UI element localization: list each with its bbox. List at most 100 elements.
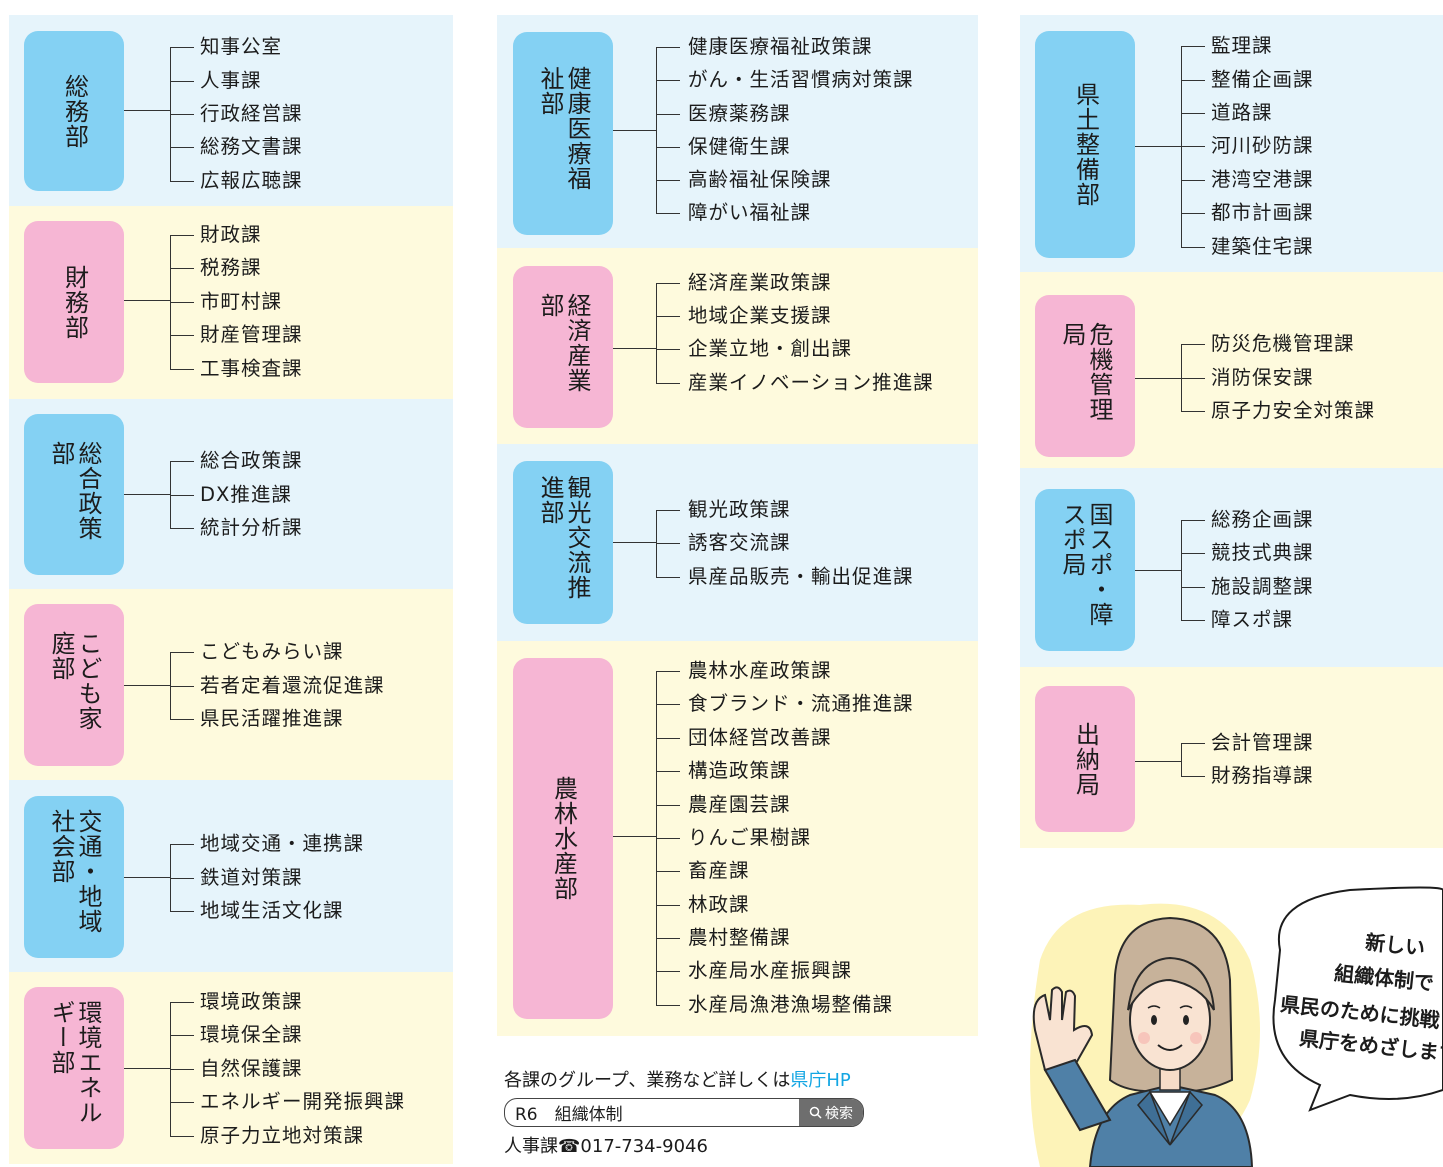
dept-box: 国スポ・障スポ局: [1035, 489, 1135, 651]
section-label: 団体経営改善課: [688, 726, 832, 749]
dept-box: 出納局: [1035, 686, 1135, 832]
section-label: 障スポ課: [1211, 608, 1294, 631]
dept-block-zaimu: 財務部 財政課 税務課 市町村課 財産管理課 工事検査課: [9, 206, 453, 399]
section-label: 施設調整課: [1211, 575, 1314, 598]
section-label: 広報広聴課: [200, 169, 303, 192]
section-label: 財政課: [200, 223, 262, 246]
section-label: 市町村課: [200, 290, 283, 313]
section-label: 鉄道対策課: [200, 866, 303, 889]
section-label: 農産園芸課: [688, 793, 791, 816]
section-label: 医療薬務課: [688, 102, 791, 125]
section-label: りんご果樹課: [688, 826, 812, 849]
section-label: 経済産業政策課: [688, 271, 832, 294]
section-label: 保健衛生課: [688, 135, 791, 158]
bubble-line: 新しい: [1364, 929, 1427, 961]
dept-block-kenko: 健康医療福祉部 健康医療福祉政策課 がん・生活習慣病対策課 医療薬務課 保健衛生…: [497, 15, 978, 248]
section-label: 農林水産政策課: [688, 659, 832, 682]
dept-name: 健康医療福祉部: [536, 65, 591, 191]
section-label: 食ブランド・流通推進課: [688, 692, 914, 715]
section-label: 環境政策課: [200, 990, 303, 1013]
section-label: 地域企業支援課: [688, 304, 832, 327]
dept-block-kendo: 県土整備部 監理課 整備企画課 道路課 河川砂防課 港湾空港課 都市計画課 建築…: [1020, 15, 1443, 272]
dept-name: 財務部: [60, 264, 89, 340]
woman-illustration: [1030, 886, 1443, 1167]
section-label: エネルギー開発振興課: [200, 1090, 406, 1113]
section-label: 会計管理課: [1211, 731, 1314, 754]
section-label: 河川砂防課: [1211, 134, 1314, 157]
section-label: 防災危機管理課: [1211, 332, 1355, 355]
section-label: 地域生活文化課: [200, 899, 344, 922]
dept-name: 出納局: [1071, 721, 1100, 797]
dept-name: 農林水産部: [549, 776, 578, 901]
section-label: 企業立地・創出課: [688, 337, 853, 360]
section-label: 都市計画課: [1211, 201, 1314, 224]
dept-name: 経済産業部: [536, 293, 591, 393]
dept-name: 総合政策部: [47, 440, 102, 541]
dept-block-kotsu: 交通・地域社会部 地域交通・連携課 鉄道対策課 地域生活文化課: [9, 780, 453, 972]
section-label: 水産局水産振興課: [688, 959, 853, 982]
dept-block-sogoseisaku: 総合政策部 総合政策課 DX推進課 統計分析課: [9, 399, 453, 589]
section-label: 財産管理課: [200, 323, 303, 346]
mascot-illustration: 新しい 組織体制で 県民のために挑戦 県庁をめざします: [1020, 880, 1443, 1167]
search-icon: [809, 1106, 822, 1119]
dept-name: 観光交流推進部: [536, 474, 591, 600]
dept-box: 農林水産部: [513, 658, 613, 1019]
search-text: R6 組織体制: [515, 1105, 623, 1125]
hp-link[interactable]: 県庁HP: [790, 1070, 851, 1091]
dept-name: 交通・地域社会部: [47, 809, 102, 934]
section-label: 構造政策課: [688, 759, 791, 782]
column-right: 県土整備部 監理課 整備企画課 道路課 河川砂防課 港湾空港課 都市計画課 建築…: [1020, 15, 1443, 848]
dept-block-kiki: 危機管理局 防災危機管理課 消防保安課 原子力安全対策課: [1020, 272, 1443, 468]
dept-name: 危機管理局: [1058, 322, 1113, 422]
dept-block-kodomo: こども家庭部 こどもみらい課 若者定着還流促進課 県民活躍推進課: [9, 589, 453, 780]
dept-box: こども家庭部: [24, 604, 124, 766]
section-label: がん・生活習慣病対策課: [688, 68, 914, 91]
dept-name: こども家庭部: [47, 631, 102, 731]
column-middle: 健康医療福祉部 健康医療福祉政策課 がん・生活習慣病対策課 医療薬務課 保健衛生…: [497, 15, 978, 1036]
section-label: 整備企画課: [1211, 68, 1314, 91]
section-label: 畜産課: [688, 859, 750, 882]
section-label: 若者定着還流促進課: [200, 674, 385, 697]
section-label: 高齢福祉保険課: [688, 168, 832, 191]
dept-box: 経済産業部: [513, 266, 613, 428]
section-label: 総合政策課: [200, 449, 303, 472]
dept-box: 交通・地域社会部: [24, 796, 124, 958]
dept-block-somu: 総務部 知事公室 人事課 行政経営課 総務文書課 広報広聴課: [9, 15, 453, 206]
section-label: 港湾空港課: [1211, 168, 1314, 191]
section-label: 農村整備課: [688, 926, 791, 949]
section-label: 林政課: [688, 893, 750, 916]
dept-block-suito: 出納局 会計管理課 財務指導課: [1020, 667, 1443, 848]
dept-box: 環境エネルギー部: [24, 987, 124, 1149]
dept-block-keizai: 経済産業部 経済産業政策課 地域企業支援課 企業立地・創出課 産業イノベーション…: [497, 248, 978, 444]
footer-info-text: 各課のグループ、業務など詳しくは: [504, 1070, 791, 1091]
section-label: 税務課: [200, 256, 262, 279]
dept-box: 総務部: [24, 31, 124, 191]
dept-box: 健康医療福祉部: [513, 32, 613, 235]
section-label: 知事公室: [200, 35, 283, 58]
section-label: 消防保安課: [1211, 366, 1314, 389]
dept-block-kokuspo: 国スポ・障スポ局 総務企画課 競技式典課 施設調整課 障スポ課: [1020, 468, 1443, 667]
dept-name: 環境エネルギー部: [47, 1000, 102, 1125]
dept-block-kanko: 観光交流推進部 観光政策課 誘客交流課 県産品販売・輸出促進課: [497, 444, 978, 641]
dept-name: 総務部: [60, 73, 89, 149]
section-label: 原子力安全対策課: [1211, 399, 1376, 422]
dept-block-norin: 農林水産部 農林水産政策課 食ブランド・流通推進課 団体経営改善課 構造政策課 …: [497, 641, 978, 1036]
section-label: 工事検査課: [200, 357, 303, 380]
section-label: 健康医療福祉政策課: [688, 35, 873, 58]
section-label: こどもみらい課: [200, 640, 344, 663]
section-label: 産業イノベーション推進課: [688, 371, 934, 394]
section-label: 人事課: [200, 69, 262, 92]
search-button[interactable]: 検索: [799, 1099, 863, 1126]
section-label: 県民活躍推進課: [200, 707, 344, 730]
section-label: DX推進課: [200, 483, 292, 506]
footer-info: 各課のグループ、業務など詳しくは県庁HP: [504, 1066, 851, 1092]
dept-box: 県土整備部: [1035, 31, 1135, 258]
section-label: 誘客交流課: [688, 531, 791, 554]
section-label: 自然保護課: [200, 1057, 303, 1080]
section-label: 環境保全課: [200, 1023, 303, 1046]
section-label: 総務文書課: [200, 135, 303, 158]
search-box[interactable]: R6 組織体制 検索: [504, 1098, 864, 1127]
section-label: 統計分析課: [200, 516, 303, 539]
dept-box: 総合政策部: [24, 414, 124, 575]
section-label: 原子力立地対策課: [200, 1124, 365, 1147]
